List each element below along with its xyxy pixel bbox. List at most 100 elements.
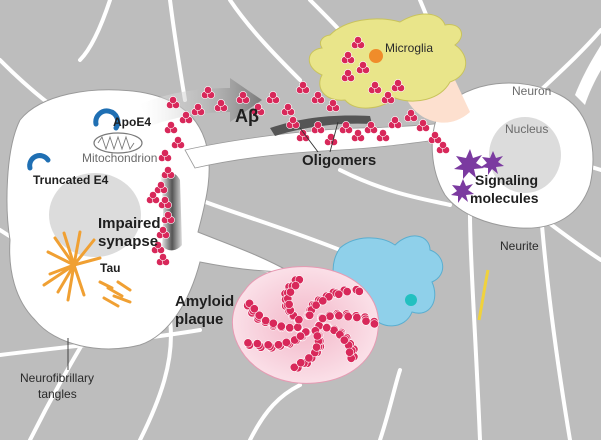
abeta-particle xyxy=(391,116,399,124)
astrocyte-nucleus xyxy=(405,294,417,306)
plaque-particle xyxy=(273,340,283,350)
abeta-particle xyxy=(371,81,379,89)
abeta-particle xyxy=(217,99,225,107)
abeta-particle xyxy=(439,141,447,149)
oligomers-label: Oligomers xyxy=(302,152,376,169)
abeta-particle xyxy=(359,61,367,69)
plaque-particle xyxy=(243,338,253,348)
right-neuron-nucleus xyxy=(489,117,561,193)
abeta-particle xyxy=(164,166,172,174)
plaque-particle xyxy=(284,299,294,309)
signaling-molecules-label-line1: Signaling xyxy=(475,172,538,188)
mitochondrion-label: Mitochondrion xyxy=(82,151,157,165)
abeta-particle xyxy=(164,211,172,219)
plaque-particle xyxy=(289,362,299,372)
plaque-particle xyxy=(296,358,306,368)
impaired-synapse-label-line1: Impaired xyxy=(98,215,161,232)
abeta-particle xyxy=(379,129,387,137)
abeta-particle xyxy=(314,91,322,99)
apoe4-icon xyxy=(93,108,121,131)
neuron-label: Neuron xyxy=(512,84,551,98)
abeta-particle xyxy=(161,196,169,204)
abeta-arrow-icon xyxy=(140,78,262,126)
abeta-particle xyxy=(289,116,297,124)
plaque-particle xyxy=(354,286,364,296)
abeta-particle xyxy=(327,133,335,141)
abeta-particle xyxy=(284,103,292,111)
neurite-marker xyxy=(477,269,490,321)
abeta-particle xyxy=(419,119,427,127)
plaque-particle xyxy=(318,313,328,323)
plaque-particle xyxy=(334,311,344,321)
plaque-particle xyxy=(293,322,303,332)
abeta-particle xyxy=(354,129,362,137)
abeta-particle xyxy=(342,121,350,129)
tau-fiber-icon xyxy=(42,230,132,308)
abeta-particles xyxy=(146,36,450,373)
plaque-particle xyxy=(312,331,322,341)
nucleus-label: Nucleus xyxy=(505,122,548,136)
abeta-particle xyxy=(167,121,175,129)
abeta-particle xyxy=(157,181,165,189)
signaling-molecule-icon xyxy=(451,149,504,203)
truncated-e4-label: Truncated E4 xyxy=(33,173,109,187)
abeta-particle xyxy=(254,103,262,111)
plaque-particle xyxy=(263,340,273,350)
plaque-particle xyxy=(281,337,291,347)
plaque-particle xyxy=(294,315,304,325)
plaque-particle xyxy=(361,316,371,326)
amyloid-plaque-label-line1: Amyloid xyxy=(175,293,234,310)
abeta-particle xyxy=(431,131,439,139)
abeta-particle xyxy=(329,99,337,107)
abeta-particle xyxy=(149,191,157,199)
plaque-particle xyxy=(249,304,259,314)
abeta-particle xyxy=(344,69,352,77)
abeta-particle xyxy=(407,109,415,117)
label-leaders xyxy=(67,121,339,370)
plaque-particle xyxy=(305,310,315,320)
plaque-particle xyxy=(369,319,379,329)
plaque-particle xyxy=(343,312,353,322)
plaque-particle xyxy=(276,321,286,331)
abeta-particle xyxy=(159,253,167,261)
abeta-particle xyxy=(314,121,322,129)
plaque-particle xyxy=(295,331,305,341)
plaque-particle xyxy=(291,281,301,291)
abeta-particle xyxy=(154,241,162,249)
abeta-particle xyxy=(299,81,307,89)
plaque-particle xyxy=(268,318,278,328)
abeta-particle xyxy=(169,96,177,104)
abeta-particle xyxy=(367,121,375,129)
plaque-particle xyxy=(325,311,335,321)
plaque-particle xyxy=(334,289,344,299)
truncated-e4-icon xyxy=(27,153,51,171)
plaque-particle xyxy=(312,342,322,352)
plaque-particle xyxy=(254,310,264,320)
plaque-particle xyxy=(285,287,295,297)
plaque-particle xyxy=(318,296,328,306)
tau-label: Tau xyxy=(100,261,120,275)
neurite-label: Neurite xyxy=(500,239,539,253)
plaque-particle xyxy=(352,312,362,322)
microglia-label: Microglia xyxy=(385,41,433,55)
microglia-cell xyxy=(308,13,467,109)
abeta-particle xyxy=(161,149,169,157)
signaling-molecules-label-line2: molecules xyxy=(470,190,539,206)
apoe4-label: ApoE4 xyxy=(113,115,151,129)
plaque-particle xyxy=(339,335,349,345)
mitochondrion-icon xyxy=(93,132,143,154)
abeta-particle xyxy=(182,111,190,119)
abeta-particle xyxy=(204,86,212,94)
abeta-particle xyxy=(239,91,247,99)
plaque-particle xyxy=(285,323,295,333)
plaque-particle xyxy=(322,323,332,333)
plaque-particle xyxy=(342,287,352,297)
abeta-particle xyxy=(384,91,392,99)
plaque-particle xyxy=(345,347,355,357)
abeta-particle xyxy=(394,79,402,87)
plaque-particle xyxy=(311,300,321,310)
neurofibrillary-tangles-label-line1: Neurofibrillary xyxy=(20,371,94,385)
abeta-particle xyxy=(194,103,202,111)
plaque-particle xyxy=(252,339,262,349)
